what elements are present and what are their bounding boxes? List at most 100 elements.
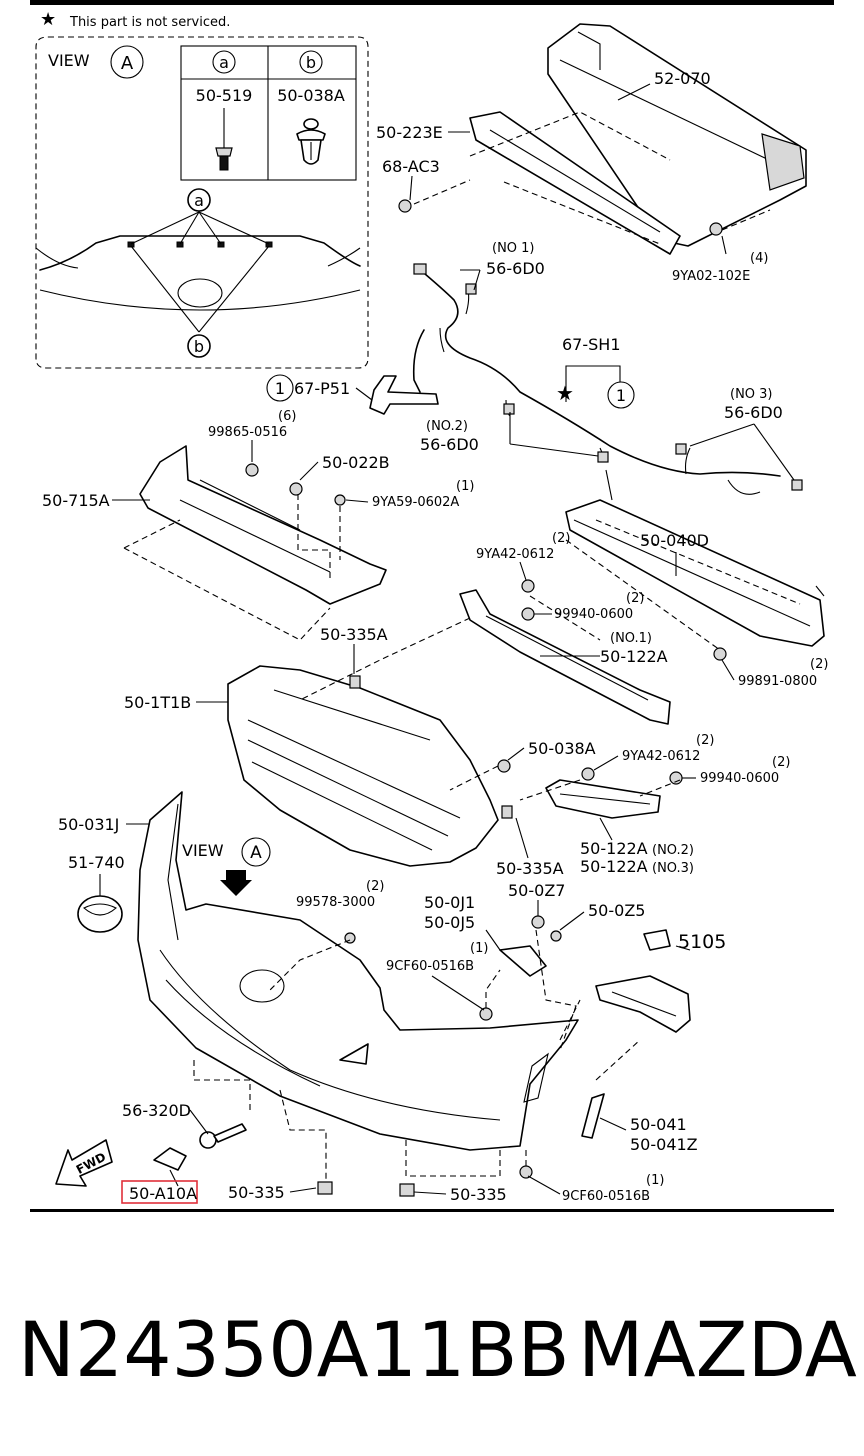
top-rule — [30, 0, 834, 5]
label-99578-qty: (2) — [366, 879, 384, 894]
label-99940b-qty: (2) — [772, 755, 790, 770]
label-99865-qty: (6) — [278, 409, 296, 424]
bumper-fascia — [137, 791, 579, 1151]
legend-text: This part is not serviced. — [69, 15, 230, 30]
label-50-0z7: 50-0Z7 — [508, 881, 565, 900]
label-9ya42-qty: (2) — [552, 531, 570, 546]
label-bracket-no1: (NO.1) — [610, 631, 652, 646]
inset-view-word: VIEW — [48, 51, 90, 70]
label-harness-no2: (NO.2) — [426, 419, 468, 434]
label-99578-3000: 99578-3000 — [296, 895, 375, 910]
label-51-740: 51-740 — [68, 853, 125, 872]
label-99891-0800: 99891-0800 — [738, 674, 817, 689]
label-50-335a-bot: 50-335A — [496, 859, 564, 878]
inset-part-b: 50-038A — [277, 86, 345, 105]
inset-col-b: b — [306, 53, 316, 72]
label-99891-qty: (2) — [810, 657, 828, 672]
label-67-sh1-circle: 1 — [616, 386, 626, 405]
label-50-715a: 50-715A — [42, 491, 110, 510]
bracket-no1 — [459, 589, 671, 725]
not-serviced-star-icon: ★ — [556, 381, 574, 405]
label-50-335a-top: 50-335A — [320, 625, 388, 644]
label-50-0j5: 50-0J5 — [424, 913, 475, 932]
label-harness-no1: (NO 1) — [492, 241, 535, 256]
assembly-lines — [123, 111, 801, 1180]
label-67-p51: 67-P51 — [294, 379, 350, 398]
inset-view-letter: A — [121, 53, 134, 74]
tow-hook-cap — [153, 1147, 187, 1171]
label-9cf60b-0516b: 9CF60-0516B — [562, 1189, 650, 1204]
label-9ya59-qty: (1) — [456, 479, 474, 494]
label-view-letter: A — [250, 843, 262, 863]
lamp-bracket — [595, 929, 691, 1033]
label-50-038a: 50-038A — [528, 739, 596, 758]
label-50-223e: 50-223E — [376, 123, 443, 142]
inset-part-a: 50-519 — [196, 86, 253, 105]
label-99865-0516: 99865-0516 — [208, 425, 287, 440]
lower-reinforcement — [565, 469, 825, 647]
label-50-041: 50-041 — [630, 1115, 687, 1134]
label-harness-no1-part: 56-6D0 — [486, 259, 545, 278]
fwd-arrow-icon — [55, 1139, 113, 1187]
label-bracket-no3: (NO.3) — [652, 861, 694, 876]
label-50-122a-no3: 50-122A — [580, 857, 648, 876]
label-50-a10a: 50-A10A — [129, 1184, 197, 1203]
view-a-inset: VIEW A a b 50-519 50-038A — [35, 36, 369, 369]
label-9cf60-qty: (1) — [470, 941, 488, 956]
label-9ya42b-0612: 9YA42-0612 — [622, 749, 700, 764]
push-clip-icon — [296, 118, 326, 165]
label-50-1t1b: 50-1T1B — [124, 693, 191, 712]
label-bracket-no2: (NO.2) — [652, 843, 694, 858]
label-99940-qty: (2) — [626, 591, 644, 606]
label-9ya02-102e: 9YA02-102E — [672, 269, 750, 284]
bracket-no2-no3 — [545, 779, 661, 819]
label-50-040d: 50-040D — [640, 531, 709, 550]
label-9ya02-qty: (4) — [750, 251, 768, 266]
label-99940-0600: 99940-0600 — [554, 607, 633, 622]
legend-star-icon: ★ — [40, 9, 56, 30]
radiator-shroud — [139, 445, 387, 605]
label-9cf60b-qty: (1) — [646, 1173, 664, 1188]
molding — [581, 1093, 605, 1139]
bottom-rule — [30, 1209, 834, 1212]
label-9ya59-0602a: 9YA59-0602A — [372, 495, 459, 510]
fasteners — [245, 199, 727, 1197]
label-view-word: VIEW — [182, 841, 224, 860]
brand-name: MAZDA — [578, 1305, 857, 1394]
label-harness-no3: (NO 3) — [730, 387, 773, 402]
label-50-041z: 50-041Z — [630, 1135, 698, 1154]
inset-callout-b: b — [194, 337, 204, 356]
bumper-reinforcement — [469, 23, 807, 255]
wiring-harness — [369, 263, 803, 495]
label-68-ac3: 68-AC3 — [382, 157, 440, 176]
label-9ya42b-qty: (2) — [696, 733, 714, 748]
label-50-0j1: 50-0J1 — [424, 893, 475, 912]
label-5105: 5105 — [678, 931, 726, 953]
label-50-031j: 50-031J — [58, 815, 119, 834]
grille-assembly — [227, 665, 499, 867]
highlight-box — [121, 1180, 198, 1204]
part-number: N24350A11BB — [18, 1305, 570, 1394]
emblem-icon — [77, 895, 123, 933]
label-50-335-right: 50-335 — [450, 1185, 507, 1204]
inset-callout-a: a — [194, 191, 204, 210]
rivet-icon — [215, 108, 233, 171]
label-9ya42-0612: 9YA42-0612 — [476, 547, 554, 562]
label-50-022b: 50-022B — [322, 453, 390, 472]
label-harness-no2-part: 56-6D0 — [420, 435, 479, 454]
label-50-335-left: 50-335 — [228, 1183, 285, 1202]
label-harness-no3-part: 56-6D0 — [724, 403, 783, 422]
leader-lines — [99, 83, 795, 1195]
label-50-122a-no1: 50-122A — [600, 647, 668, 666]
label-50-122a-no2: 50-122A — [580, 839, 648, 858]
inset-col-a: a — [219, 53, 229, 72]
label-67-p51-circle: 1 — [275, 379, 285, 398]
tow-hook — [199, 1123, 247, 1149]
label-52-070: 52-070 — [654, 69, 711, 88]
view-arrow-icon — [220, 870, 252, 896]
label-9cf60-0516b: 9CF60-0516B — [386, 959, 474, 974]
label-67-sh1: 67-SH1 — [562, 335, 621, 354]
label-56-320d: 56-320D — [122, 1101, 191, 1120]
label-50-0z5: 50-0Z5 — [588, 901, 645, 920]
